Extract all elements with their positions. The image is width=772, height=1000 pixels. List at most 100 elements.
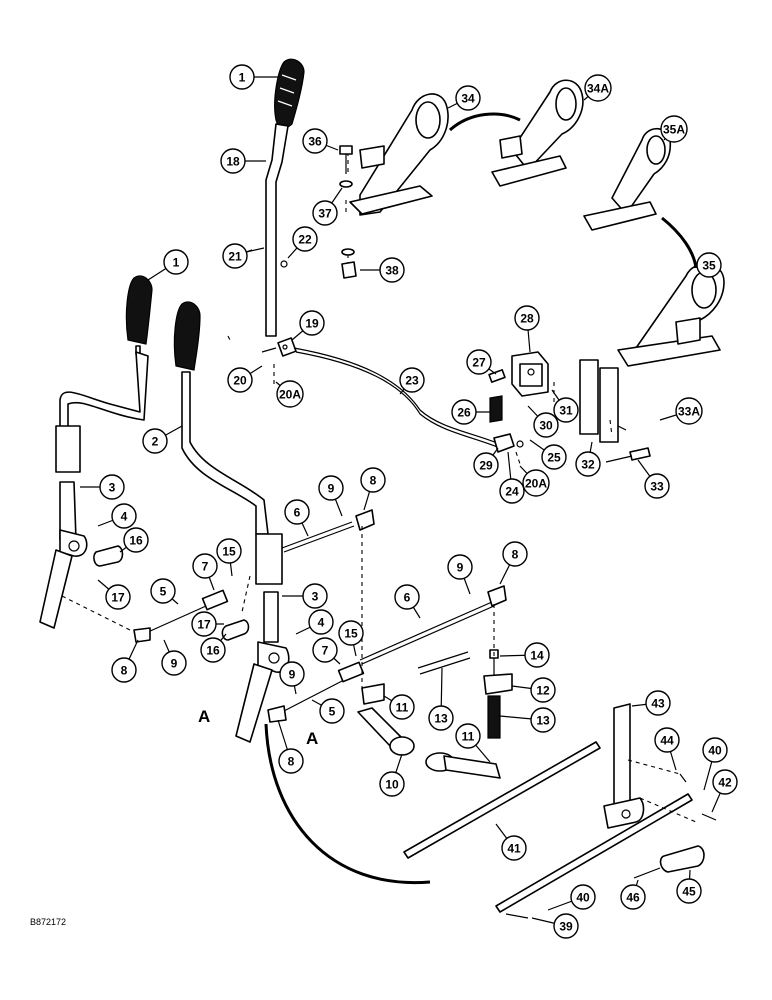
- callout-label: 40: [708, 744, 722, 758]
- callout-46: 46: [620, 879, 646, 910]
- callout-27: 27: [466, 349, 497, 375]
- callout-circle: [524, 642, 550, 668]
- callout-label: 9: [328, 482, 335, 496]
- turnbuckle-7b: [337, 661, 365, 683]
- callout-25: 25: [529, 439, 567, 470]
- callout-label: 5: [329, 705, 336, 719]
- callout-label: 15: [222, 545, 236, 559]
- callout-label: 31: [559, 404, 573, 418]
- callout-label: 29: [479, 459, 493, 473]
- callout-label: 21: [228, 250, 242, 264]
- callout-circle: [312, 637, 338, 663]
- callout-29: 29: [473, 447, 499, 478]
- callout-circle: [111, 657, 137, 683]
- callout-label: 18: [226, 155, 240, 169]
- callout-label: 34A: [587, 82, 609, 96]
- callout-7: 7: [192, 553, 218, 591]
- callout-circle: [447, 554, 473, 580]
- callout-7: 7: [312, 637, 341, 665]
- callout-circle: [675, 397, 703, 425]
- lower-lever-3: [235, 591, 290, 743]
- callout-label: 12: [536, 684, 550, 698]
- callout-label: 16: [206, 644, 220, 658]
- callout-11: 11: [455, 723, 491, 763]
- callout-34: 34: [447, 85, 481, 111]
- callout-circle: [676, 878, 702, 904]
- bracket-35a: [583, 127, 672, 231]
- callout-22: 22: [287, 226, 318, 259]
- callout-circle: [394, 584, 420, 610]
- rod-end-8c: [133, 627, 151, 643]
- callout-label: 24: [505, 485, 519, 499]
- rod-end-8a: [355, 509, 375, 531]
- callout-9: 9: [318, 475, 344, 517]
- callout-38: 38: [360, 257, 405, 283]
- callout-43: 43: [631, 690, 671, 716]
- callout-35a: 35A: [660, 115, 688, 143]
- callout-circle: [318, 475, 344, 501]
- callout-21: 21: [222, 243, 253, 269]
- cable: [293, 347, 501, 445]
- callout-3: 3: [282, 583, 328, 609]
- callout-9: 9: [447, 554, 473, 595]
- callout-19: 19: [291, 310, 325, 341]
- callout-20: 20: [227, 365, 263, 393]
- callout-6: 6: [394, 584, 421, 619]
- callout-2: 2: [142, 425, 183, 454]
- bracket-12: [483, 673, 513, 695]
- callout-circle: [455, 723, 481, 749]
- callout-label: 9: [289, 668, 296, 682]
- callout-label: 23: [405, 374, 419, 388]
- callout-circle: [473, 452, 499, 478]
- callout-32: 32: [575, 441, 601, 477]
- callout-label: 11: [396, 701, 409, 715]
- callout-40: 40: [547, 884, 596, 911]
- callout-4: 4: [97, 503, 137, 529]
- bracket-35: [617, 263, 725, 367]
- pin-44: [679, 773, 687, 783]
- bar-41b: [495, 793, 693, 913]
- callout-label: 33: [650, 480, 664, 494]
- callout-label: 40: [576, 891, 590, 905]
- callout-label: 8: [288, 755, 295, 769]
- callout-circle: [292, 226, 318, 252]
- callout-circle: [502, 541, 528, 567]
- callout-circle: [319, 698, 345, 724]
- callout-15: 15: [338, 620, 364, 657]
- callout-15: 15: [216, 538, 242, 577]
- callout-circle: [696, 252, 722, 278]
- callout-circle: [299, 310, 325, 336]
- arm-10b: [425, 752, 501, 779]
- callout-circle: [191, 611, 217, 637]
- pin-16a: [93, 545, 124, 567]
- rod-end-8d: [267, 705, 287, 723]
- callout-circle: [399, 367, 425, 393]
- callout-39: 39: [531, 913, 579, 939]
- callout-circle: [499, 478, 525, 504]
- callout-circle: [553, 397, 579, 423]
- callout-44: 44: [654, 727, 680, 771]
- callout-label: 9: [457, 561, 464, 575]
- callout-label: 38: [385, 264, 399, 278]
- figure-id: B872172: [30, 917, 66, 927]
- callout-37: 37: [312, 187, 343, 226]
- callout-label: 25: [547, 451, 561, 465]
- post-43: [603, 703, 645, 829]
- callout-8: 8: [277, 719, 304, 774]
- arrow-35: [661, 216, 698, 269]
- callout-circle: [522, 469, 550, 497]
- callout-label: 8: [121, 664, 128, 678]
- callout-circle: [105, 584, 131, 610]
- callout-8: 8: [360, 467, 386, 511]
- callout-4: 4: [295, 609, 334, 635]
- callout-label: 3: [109, 481, 116, 495]
- callout-circle: [379, 257, 405, 283]
- spring-13b: [487, 695, 501, 739]
- callout-9: 9: [161, 639, 187, 676]
- callout-11: 11: [383, 694, 415, 720]
- callout-circle: [389, 694, 415, 720]
- callout-label: 6: [294, 506, 301, 520]
- callout-label: 1: [239, 71, 246, 85]
- callout-label: 46: [626, 891, 640, 905]
- bracket-11a: [361, 683, 385, 705]
